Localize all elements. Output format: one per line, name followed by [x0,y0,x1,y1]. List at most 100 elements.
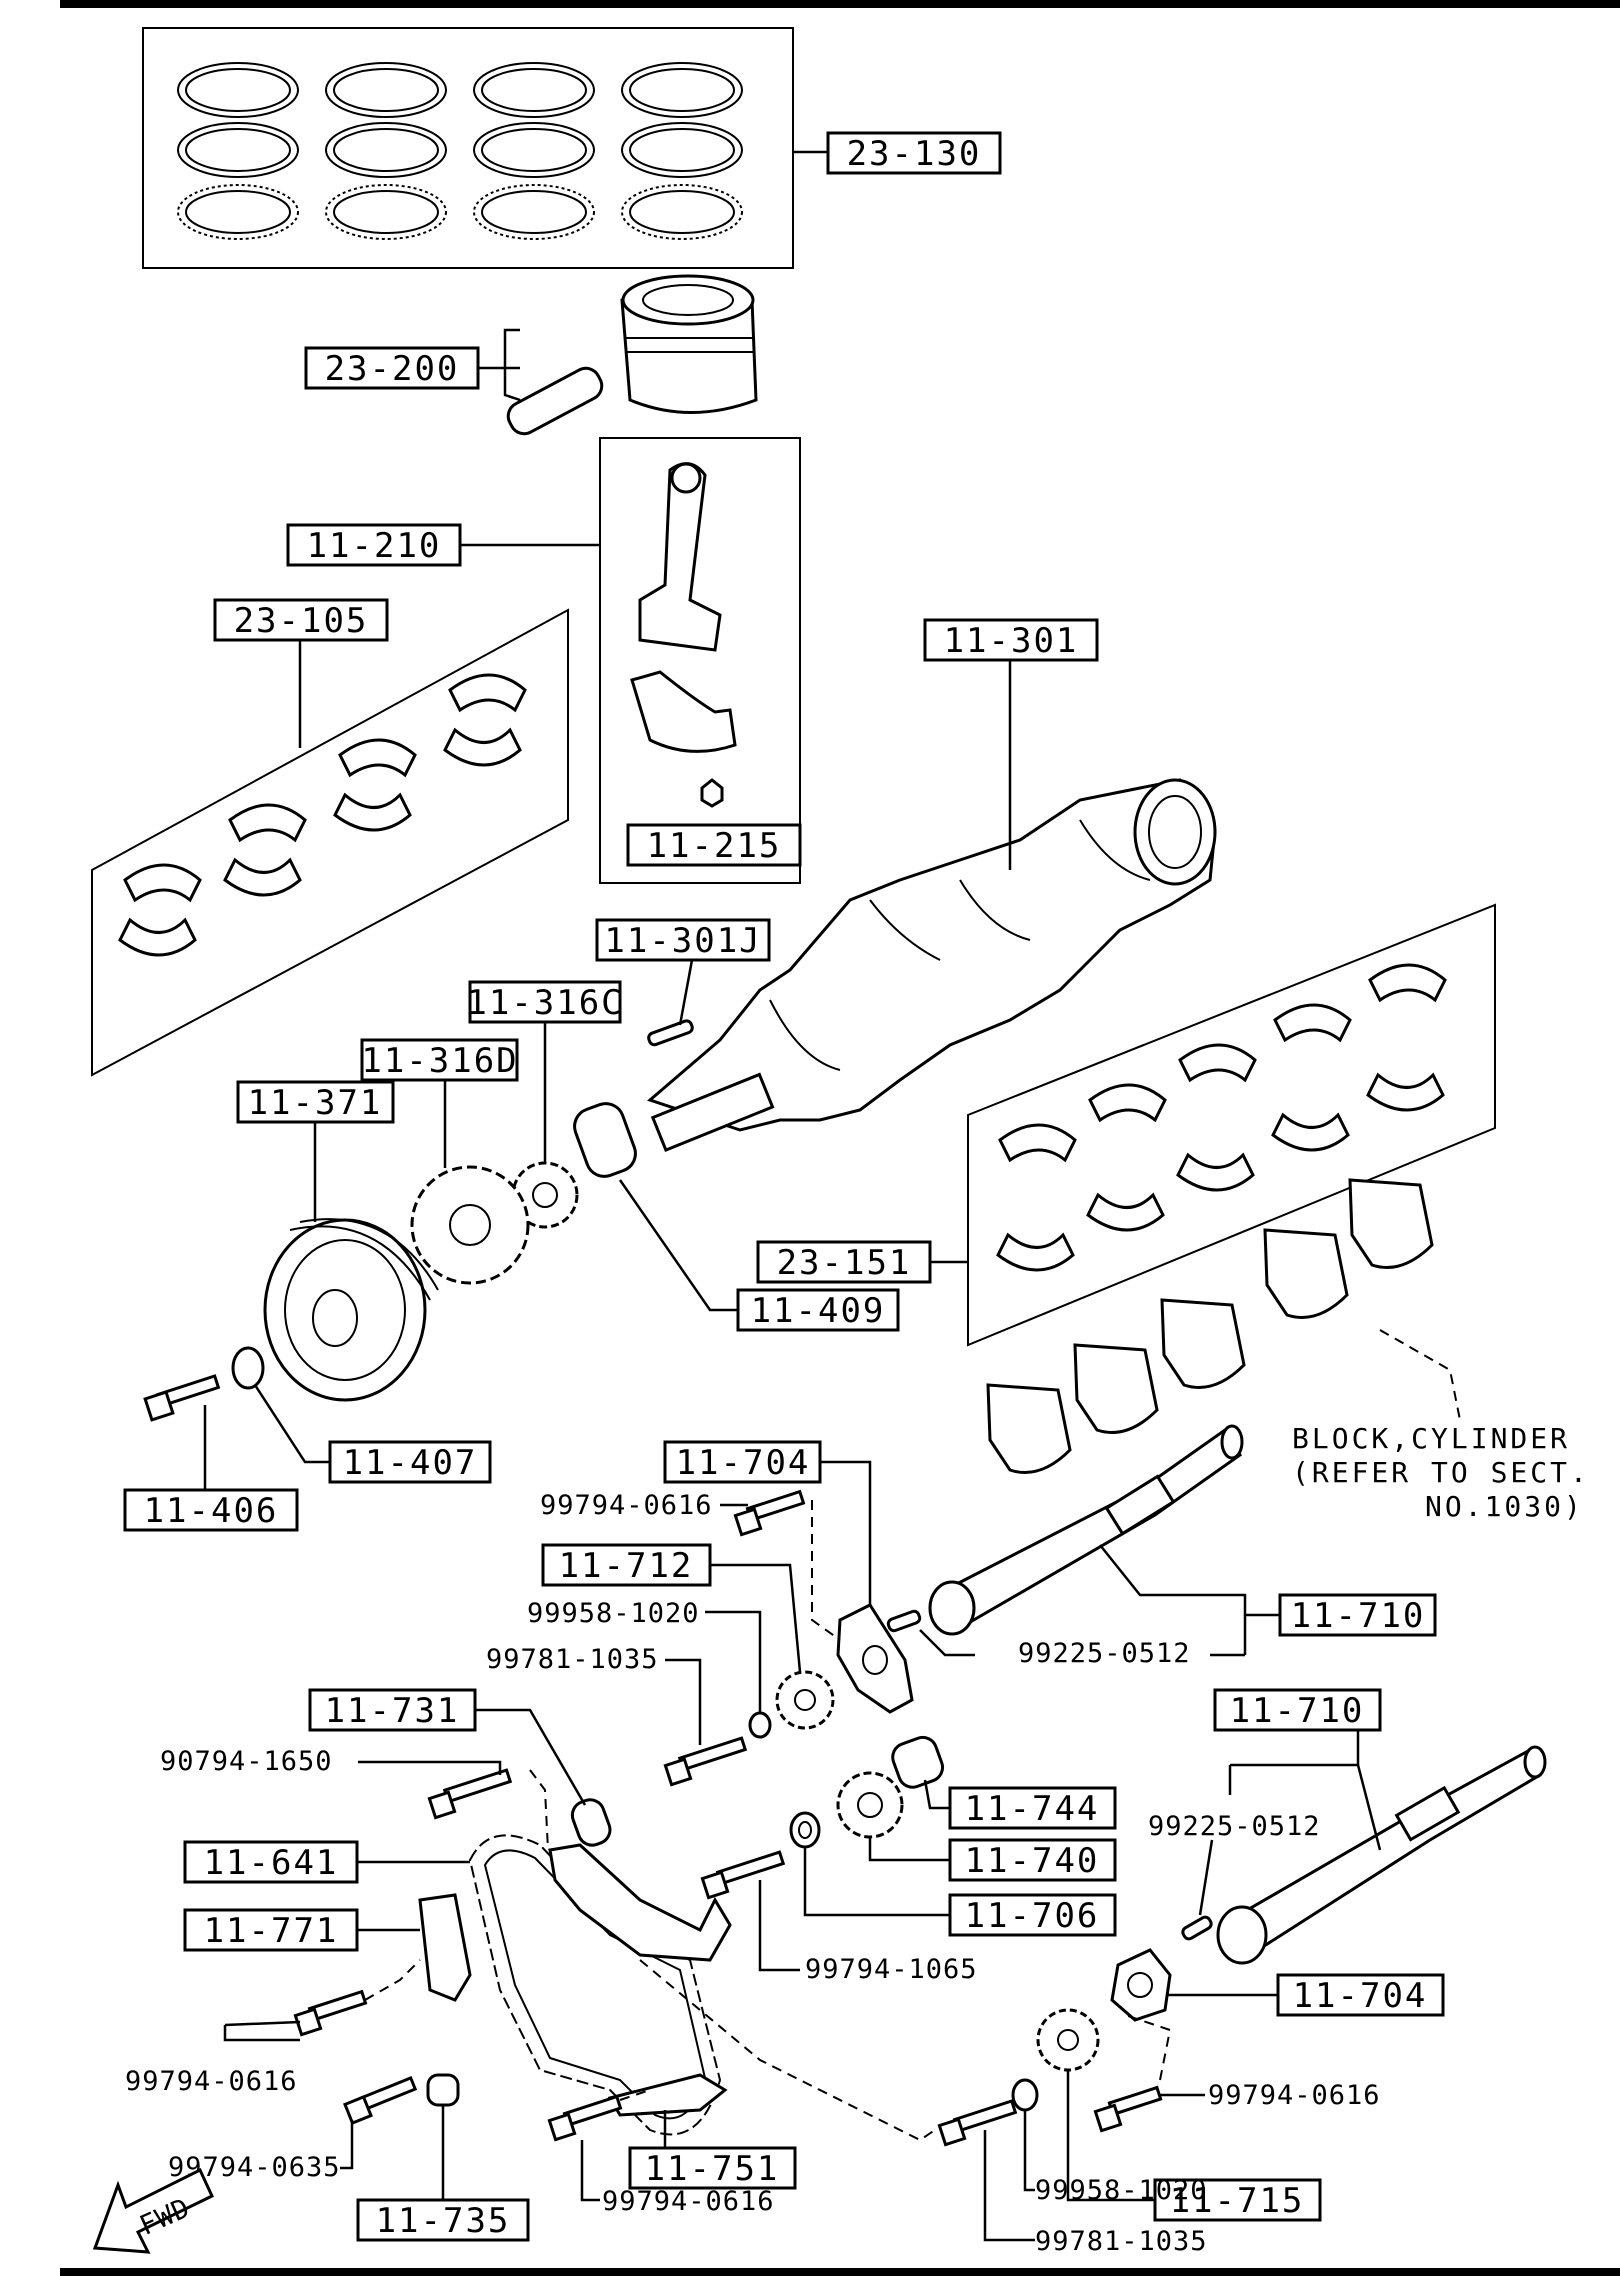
label-box-11-740 [948,1838,1117,1882]
label-11-751: 11-751 [645,2149,780,2189]
part-90794-1650: 90794-1650 [160,1746,333,1777]
label-box-11-316D [360,1038,519,1082]
label-11-735: 11-735 [376,2201,511,2241]
upper-shaft-pin [886,1609,922,1633]
label-11-301J: 11-301J [604,921,761,961]
conrod-bearing-shells [118,673,527,957]
rod-bearing-cap [630,670,737,753]
lower-shaft-11-710 [1227,1747,1542,1958]
label-11-704-upper: 11-704 [676,1443,811,1483]
label-box-11-371 [236,1080,395,1124]
label-box-11-641 [183,1840,359,1884]
chain-guide-11-751 [607,2073,728,2117]
label-11-731: 11-731 [325,1691,460,1731]
main-bearings-group: 23-151 [756,903,1496,1347]
conrod-bearings-group: 23-105 [91,598,569,1077]
pulley-washer [231,1346,265,1390]
part-99794-0616-upper: 99794-0616 [540,1490,713,1521]
label-11-371: 11-371 [248,1083,383,1123]
label-box-11-731 [308,1688,477,1732]
label-11-715: 11-715 [1170,2181,1305,2221]
upper-gear-11-712 [775,1670,835,1730]
label-11-641: 11-641 [204,1843,339,1883]
piston-ring-sets [177,62,743,240]
label-box-11-710-upper [1278,1593,1437,1637]
main-bearing-shells [996,963,1447,1272]
label-box-11-704-upper [663,1440,822,1484]
part-99794-0616-left: 99794-0616 [125,2066,298,2097]
label-11-712: 11-712 [559,1546,694,1586]
top-border [60,0,1620,8]
label-box-11-316C [468,980,622,1024]
label-23-151: 23-151 [777,1243,912,1283]
conrod-bearings-frame [91,608,569,1077]
part-99781-1035-lower: 99781-1035 [1035,2226,1208,2257]
crank-sprocket-large [410,1165,530,1285]
note-line-1: BLOCK,CYLINDER [1292,1422,1570,1455]
label-11-744: 11-744 [965,1789,1100,1829]
label-box-23-105 [213,598,389,642]
label-11-406: 11-406 [144,1491,279,1531]
part-99781-1035-upper: 99781-1035 [486,1644,659,1675]
timing-chain-11-641 [468,1834,722,2136]
crank-key [647,1019,694,1047]
label-box-11-712 [541,1543,712,1587]
piston-rings-frame [142,27,794,269]
timing-chain-group: 11-641 11-731 90794-1650 11-771 99794-06… [125,1688,936,2242]
lower-plate-11-704 [1110,1948,1172,2022]
crankshaft-group: 11-301 [647,618,1217,1152]
piston-rings-group: 23-130 [142,27,1002,269]
label-11-771: 11-771 [204,1911,339,1951]
label-box-11-715 [1153,2178,1322,2222]
label-box-11-744 [948,1786,1117,1830]
upper-plate-11-704 [836,1603,914,1714]
label-11-316D: 11-316D [361,1041,518,1081]
part-99225-0512-lower: 99225-0512 [1148,1811,1321,1842]
label-box-11-751 [628,2146,797,2190]
label-box-11-406 [123,1488,299,1532]
label-11-740: 11-740 [965,1841,1100,1881]
part-99225-0512-upper: 99225-0512 [1018,1638,1191,1669]
main-bearing-caps [986,1178,1434,1474]
part-99958-1020-upper: 99958-1020 [527,1598,700,1629]
main-bearings-frame [967,903,1496,1347]
gear-11-740 [836,1771,904,1839]
label-11-706: 11-706 [965,1896,1100,1936]
crankshaft-snout [650,1072,775,1152]
label-11-215: 11-215 [647,826,782,866]
washer-11-706 [789,1811,821,1849]
gear-11-715 [1036,2008,1100,2072]
label-11-407: 11-407 [343,1443,478,1483]
connecting-rod-group: 11-210 11-215 [286,437,802,884]
crank-front-group: 11-409 11-316C 11-316D 11-371 11-407 11- [123,980,900,1532]
label-box-11-407 [328,1440,492,1484]
forward-arrow: FWD [92,2167,214,2254]
lower-shaft-group: 11-744 11-740 11-706 99794-1065 11-710 9… [700,1688,1547,2257]
label-box-11-210 [286,523,462,567]
chain-guide-11-731 [548,1843,732,1962]
crank-pulley [263,1218,427,1402]
label-11-409: 11-409 [751,1291,886,1331]
bottom-border [60,2268,1620,2276]
chain-tensioner-11-771 [418,1893,472,2002]
label-box-11-710-lower [1213,1688,1382,1732]
label-box-11-409 [736,1288,900,1332]
note-line-3: NO.1030) [1425,1490,1584,1523]
connecting-rod-frame [599,437,801,884]
label-box-11-735 [356,2198,530,2242]
label-box-23-130 [826,131,1002,175]
fwd-arrow-icon [92,2167,214,2254]
label-11-710-lower: 11-710 [1230,1691,1365,1731]
label-23-200: 23-200 [325,349,460,389]
crank-key-group: 11-301J [595,918,771,1047]
label-box-11-301 [923,618,1099,662]
label-11-316C: 11-316C [466,983,623,1023]
label-11-710-upper: 11-710 [1291,1596,1426,1636]
piston-pin [506,366,604,436]
label-box-11-704-lower [1276,1973,1445,2017]
label-box-11-706 [948,1893,1117,1937]
spacer-11-735 [426,2073,460,2107]
label-box-23-151 [756,1240,932,1284]
part-99794-0616-right: 99794-0616 [1208,2080,1381,2111]
